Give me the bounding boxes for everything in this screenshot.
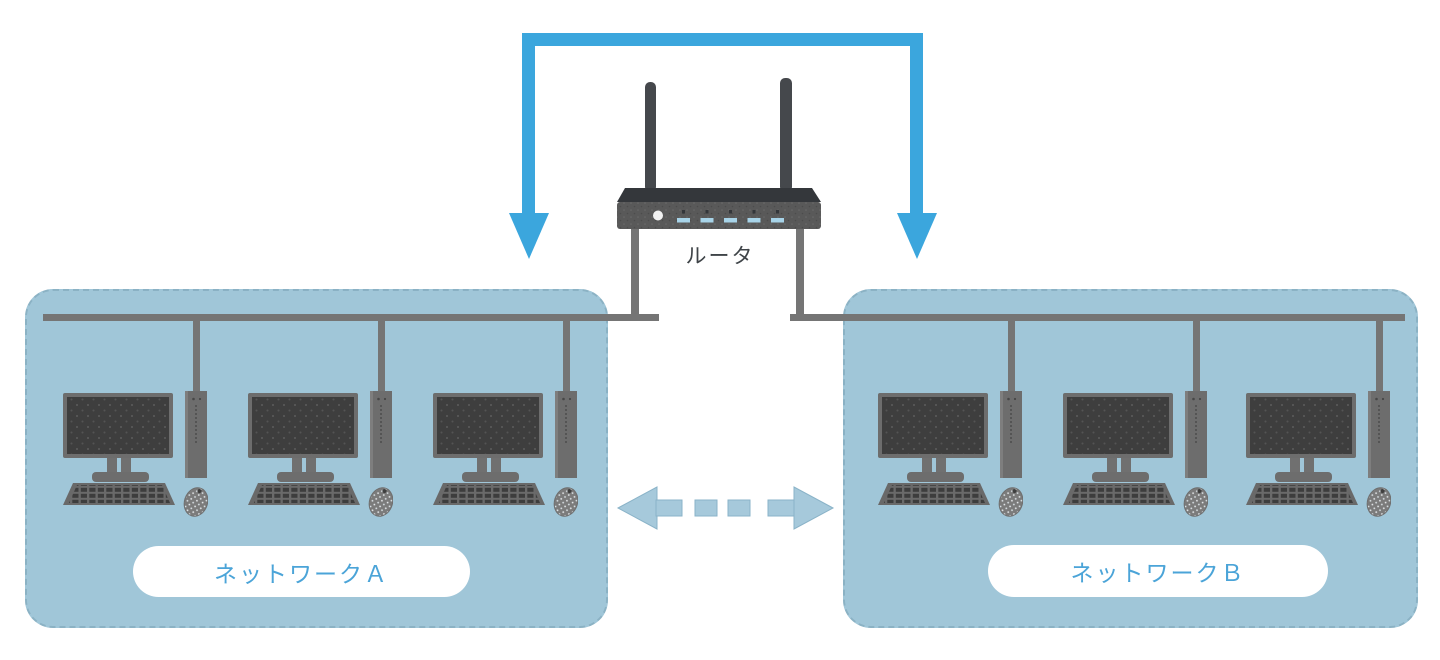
network-a-label-pill: ネットワークＡ	[133, 546, 470, 597]
network-b-label-pill: ネットワークＢ	[988, 545, 1328, 597]
network-a-label: ネットワークＡ	[214, 560, 389, 587]
pc-cable	[563, 321, 570, 391]
pc-cable	[378, 321, 385, 391]
desktop-computer-icon	[433, 391, 578, 518]
router-label: ルータ	[685, 245, 755, 268]
desktop-computer-icon	[63, 391, 208, 518]
router-cable-left	[631, 227, 639, 315]
down-arrow-right-head	[897, 213, 937, 259]
wifi-router-icon	[617, 78, 821, 229]
pc-cable	[1008, 321, 1015, 391]
network-a-bus-line	[43, 314, 659, 321]
desktop-computer-icon	[1063, 391, 1208, 518]
desktop-computer-icon	[248, 391, 393, 518]
pc-cable	[1376, 321, 1383, 391]
down-arrow-bracket-icon	[522, 33, 923, 46]
network-b-label: ネットワークＢ	[1070, 560, 1246, 586]
desktop-computer-icon	[878, 391, 1023, 518]
desktop-computer-icon	[1246, 391, 1391, 518]
pc-cable	[1193, 321, 1200, 391]
bidirectional-dashed-arrow-icon	[616, 486, 835, 530]
down-arrow-left-head	[509, 213, 549, 259]
pc-cable	[193, 321, 200, 391]
down-arrow-left-shaft	[522, 33, 535, 214]
router-cable-right	[796, 227, 804, 315]
down-arrow-right-shaft	[910, 33, 923, 214]
network-b-bus-line	[790, 314, 1405, 321]
